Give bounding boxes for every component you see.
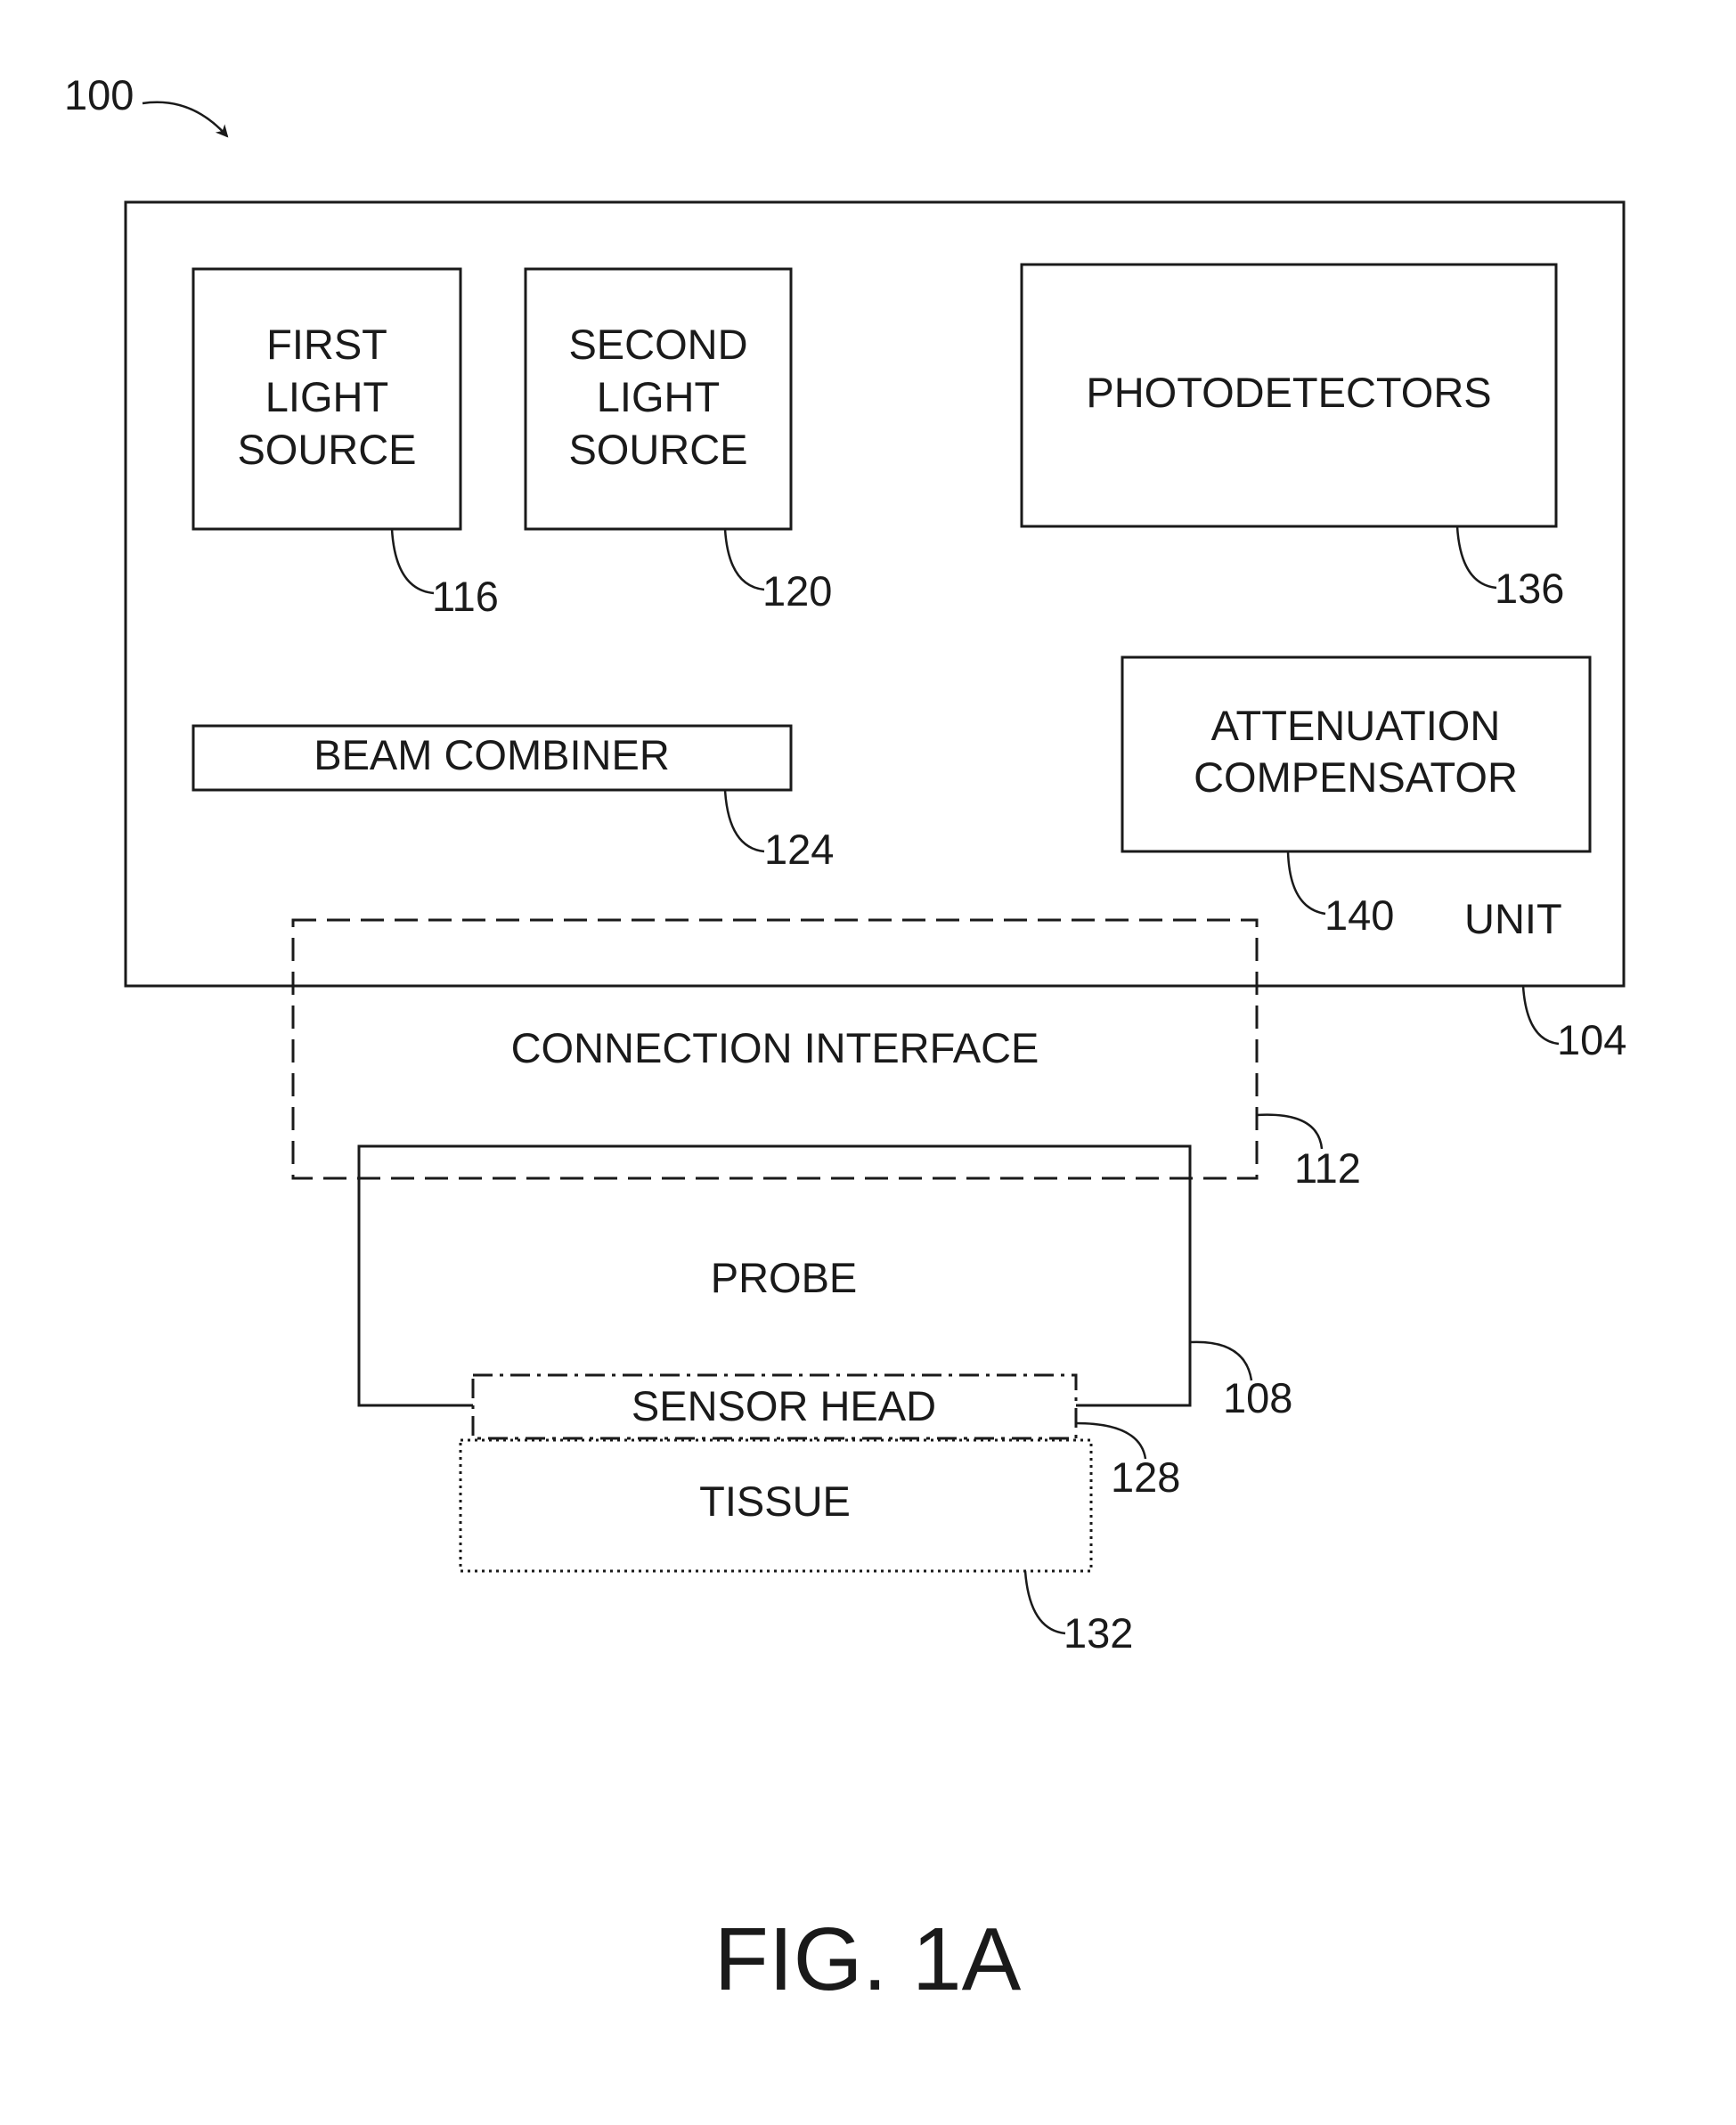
attenuation-compensator-label-line-2: COMPENSATOR bbox=[1194, 753, 1518, 801]
ref-128: 128 bbox=[1111, 1453, 1180, 1501]
beam-combiner-ref-leader bbox=[725, 790, 764, 851]
second-light-source-label-line-3: SOURCE bbox=[568, 426, 747, 473]
ref-124: 124 bbox=[764, 826, 834, 873]
beam-combiner-label: BEAM COMBINER bbox=[314, 731, 670, 778]
probe: PROBE 108 bbox=[359, 1146, 1292, 1421]
unit-ref-leader bbox=[1523, 986, 1559, 1044]
second-light-source-label-line-1: SECOND bbox=[568, 321, 747, 368]
ref-100-arrow bbox=[143, 102, 227, 136]
first-light-source: FIRST LIGHT SOURCE 116 bbox=[193, 269, 499, 620]
first-light-source-label-line-1: FIRST bbox=[266, 321, 387, 368]
tissue-label: TISSUE bbox=[699, 1478, 851, 1525]
ref-132: 132 bbox=[1064, 1609, 1133, 1657]
photodetectors-ref-leader bbox=[1457, 526, 1496, 588]
second-light-source-ref-leader bbox=[725, 529, 764, 590]
figure-caption: FIG. 1A bbox=[714, 1909, 1022, 2009]
first-light-source-label-line-2: LIGHT bbox=[265, 373, 388, 420]
first-light-source-label-line-3: SOURCE bbox=[237, 426, 416, 473]
tissue-ref-leader bbox=[1025, 1571, 1065, 1633]
second-light-source-label-line-2: LIGHT bbox=[597, 373, 720, 420]
connection-interface: CONNECTION INTERFACE 112 bbox=[293, 920, 1361, 1192]
unit-label: UNIT bbox=[1464, 895, 1562, 942]
ref-116: 116 bbox=[432, 573, 499, 620]
photodetectors: PHOTODETECTORS 136 bbox=[1022, 265, 1564, 612]
ref-136: 136 bbox=[1495, 565, 1564, 612]
beam-combiner: BEAM COMBINER 124 bbox=[193, 726, 834, 873]
photodetectors-label: PHOTODETECTORS bbox=[1086, 369, 1491, 416]
attenuation-compensator-ref-leader bbox=[1288, 851, 1325, 914]
ref-104: 104 bbox=[1557, 1016, 1626, 1063]
probe-label: PROBE bbox=[711, 1254, 858, 1301]
ref-140: 140 bbox=[1324, 892, 1394, 939]
ref-112: 112 bbox=[1294, 1144, 1361, 1192]
ref-100: 100 bbox=[64, 71, 134, 118]
second-light-source: SECOND LIGHT SOURCE 120 bbox=[526, 269, 832, 615]
ref-108: 108 bbox=[1223, 1374, 1292, 1421]
tissue: TISSUE 132 bbox=[460, 1440, 1133, 1657]
attenuation-compensator-label-line-1: ATTENUATION bbox=[1211, 702, 1501, 749]
unit-box bbox=[126, 202, 1624, 986]
sensor-head-label: SENSOR HEAD bbox=[632, 1382, 936, 1429]
connection-interface-label: CONNECTION INTERFACE bbox=[511, 1024, 1039, 1071]
first-light-source-ref-leader bbox=[392, 529, 434, 593]
ref-120: 120 bbox=[762, 567, 832, 615]
